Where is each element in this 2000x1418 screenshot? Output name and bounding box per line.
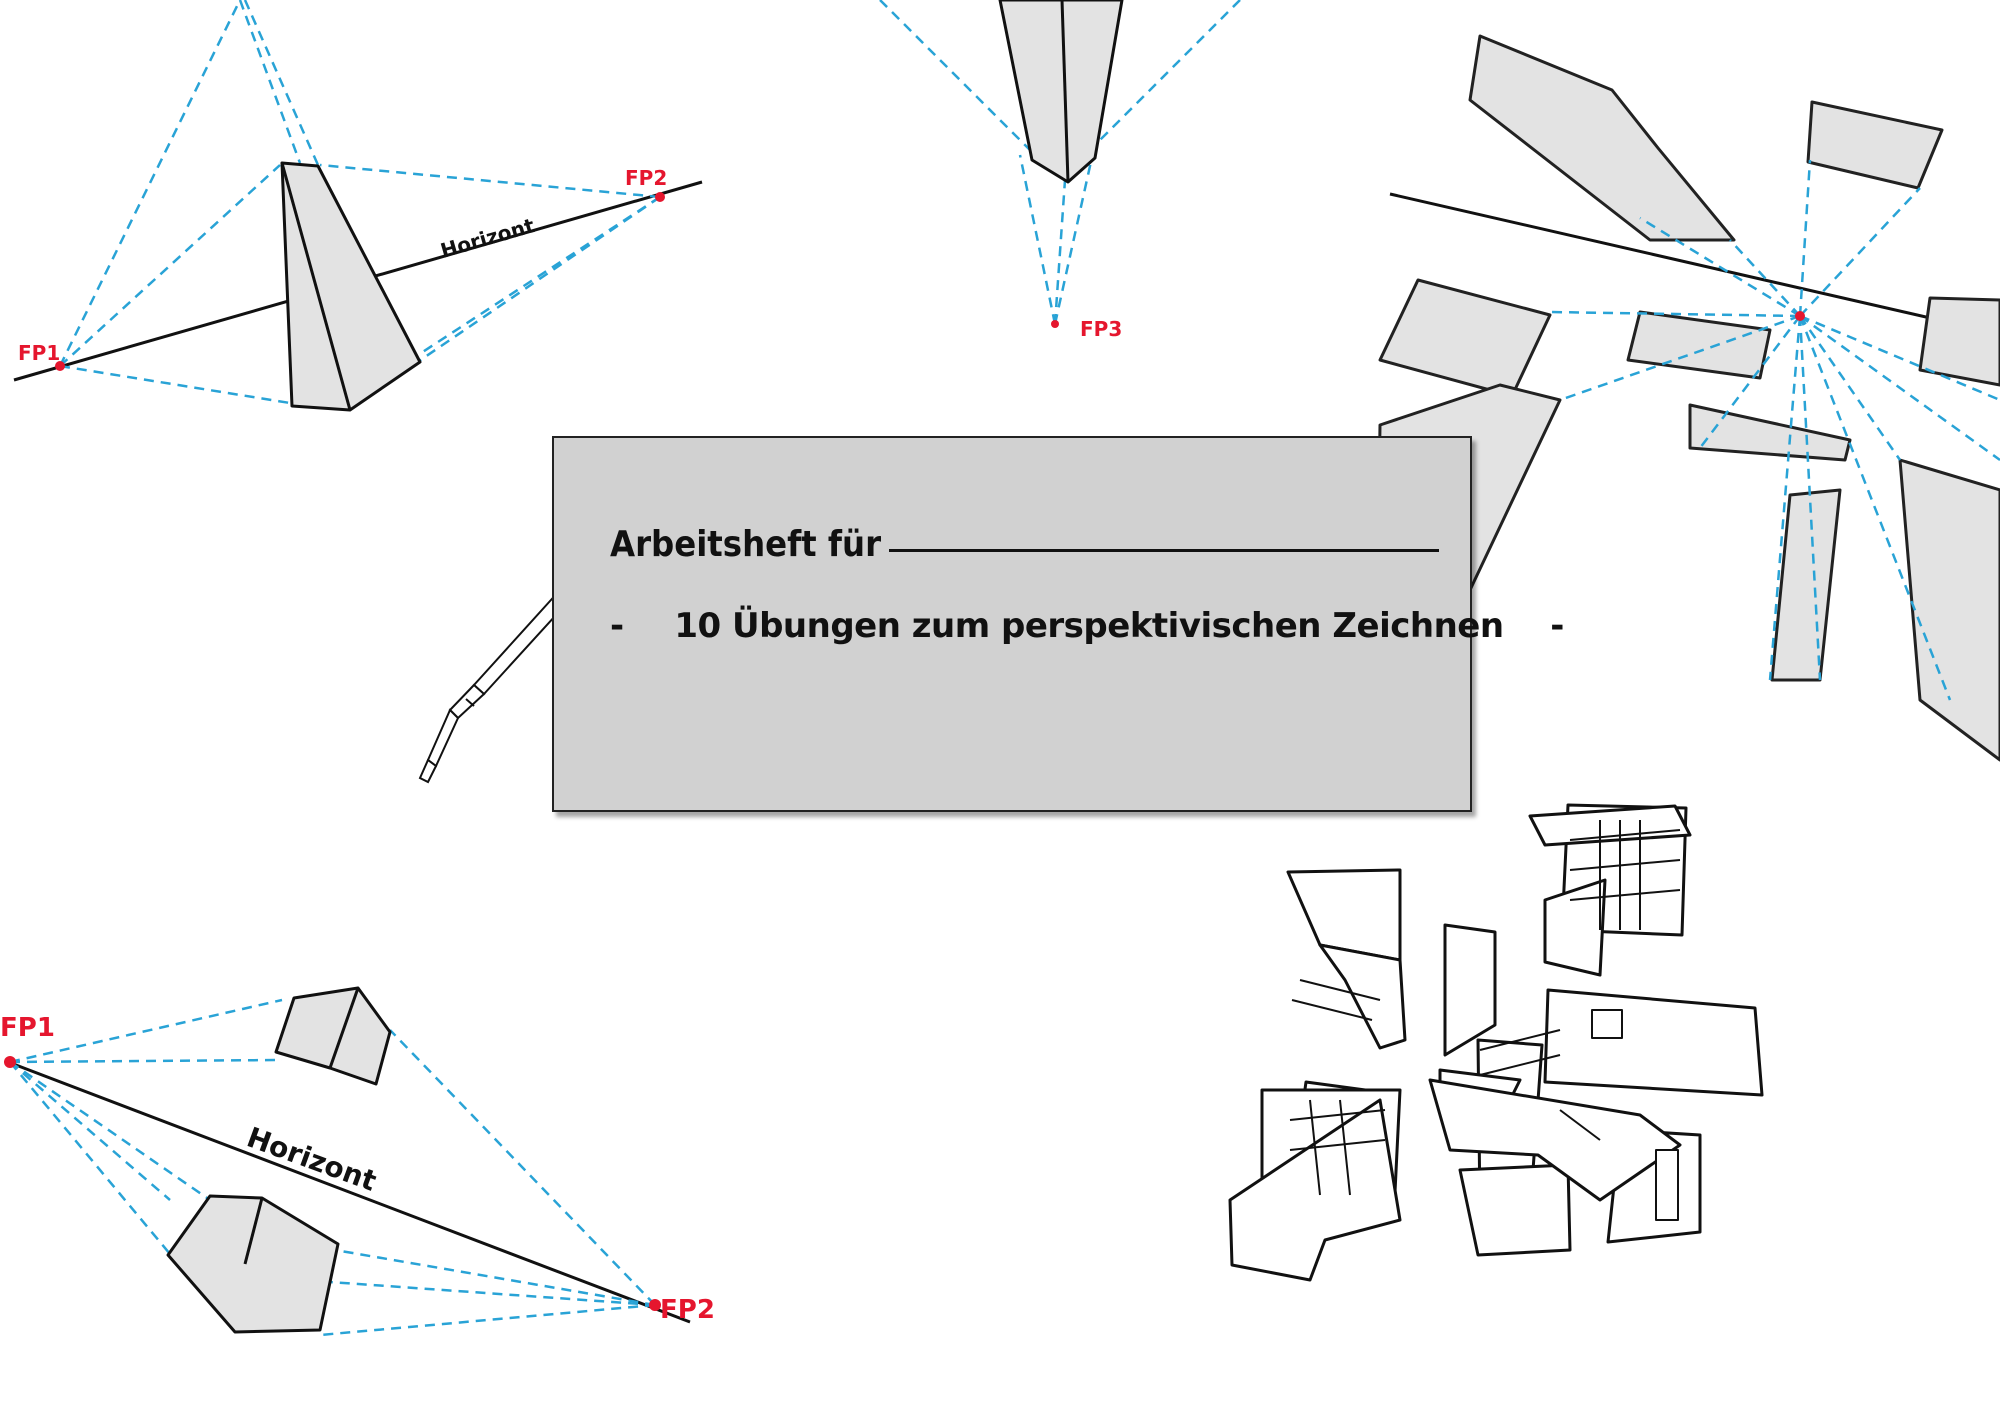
fp2-bottom-label: FP2 [660,1295,715,1325]
pen-drawing [418,588,568,784]
fp1-bottom-label: FP1 [0,1013,55,1043]
horizon-top-label: Horizont [438,213,538,263]
fp2-top-label: FP2 [625,166,667,190]
workbook-subtitle: 10 Übungen zum perspektivischen Zeichnen [674,606,1504,646]
sketch-three-point-pillar: FP3 [879,0,1241,341]
subtitle-row: - 10 Übungen zum perspektivischen Zeichn… [610,606,1564,646]
subtitle-dash-right: - [1550,606,1564,646]
fp3-label: FP3 [1080,317,1122,341]
title-box: Arbeitsheft für - 10 Übungen zum perspek… [552,436,1564,812]
title-row: Arbeitsheft für [610,524,1440,565]
fp1-top-label: FP1 [18,341,60,365]
sketch-two-point-tower: FP1 FP2 Horizont [13,0,703,412]
workbook-title: Arbeitsheft für [610,524,882,565]
name-field-line[interactable] [889,549,1440,552]
sketch-two-point-cubes: FP1 FP2 Horizont [0,986,715,1337]
sketch-city-street [1228,803,1764,1282]
subtitle-dash-left: - [610,606,624,646]
